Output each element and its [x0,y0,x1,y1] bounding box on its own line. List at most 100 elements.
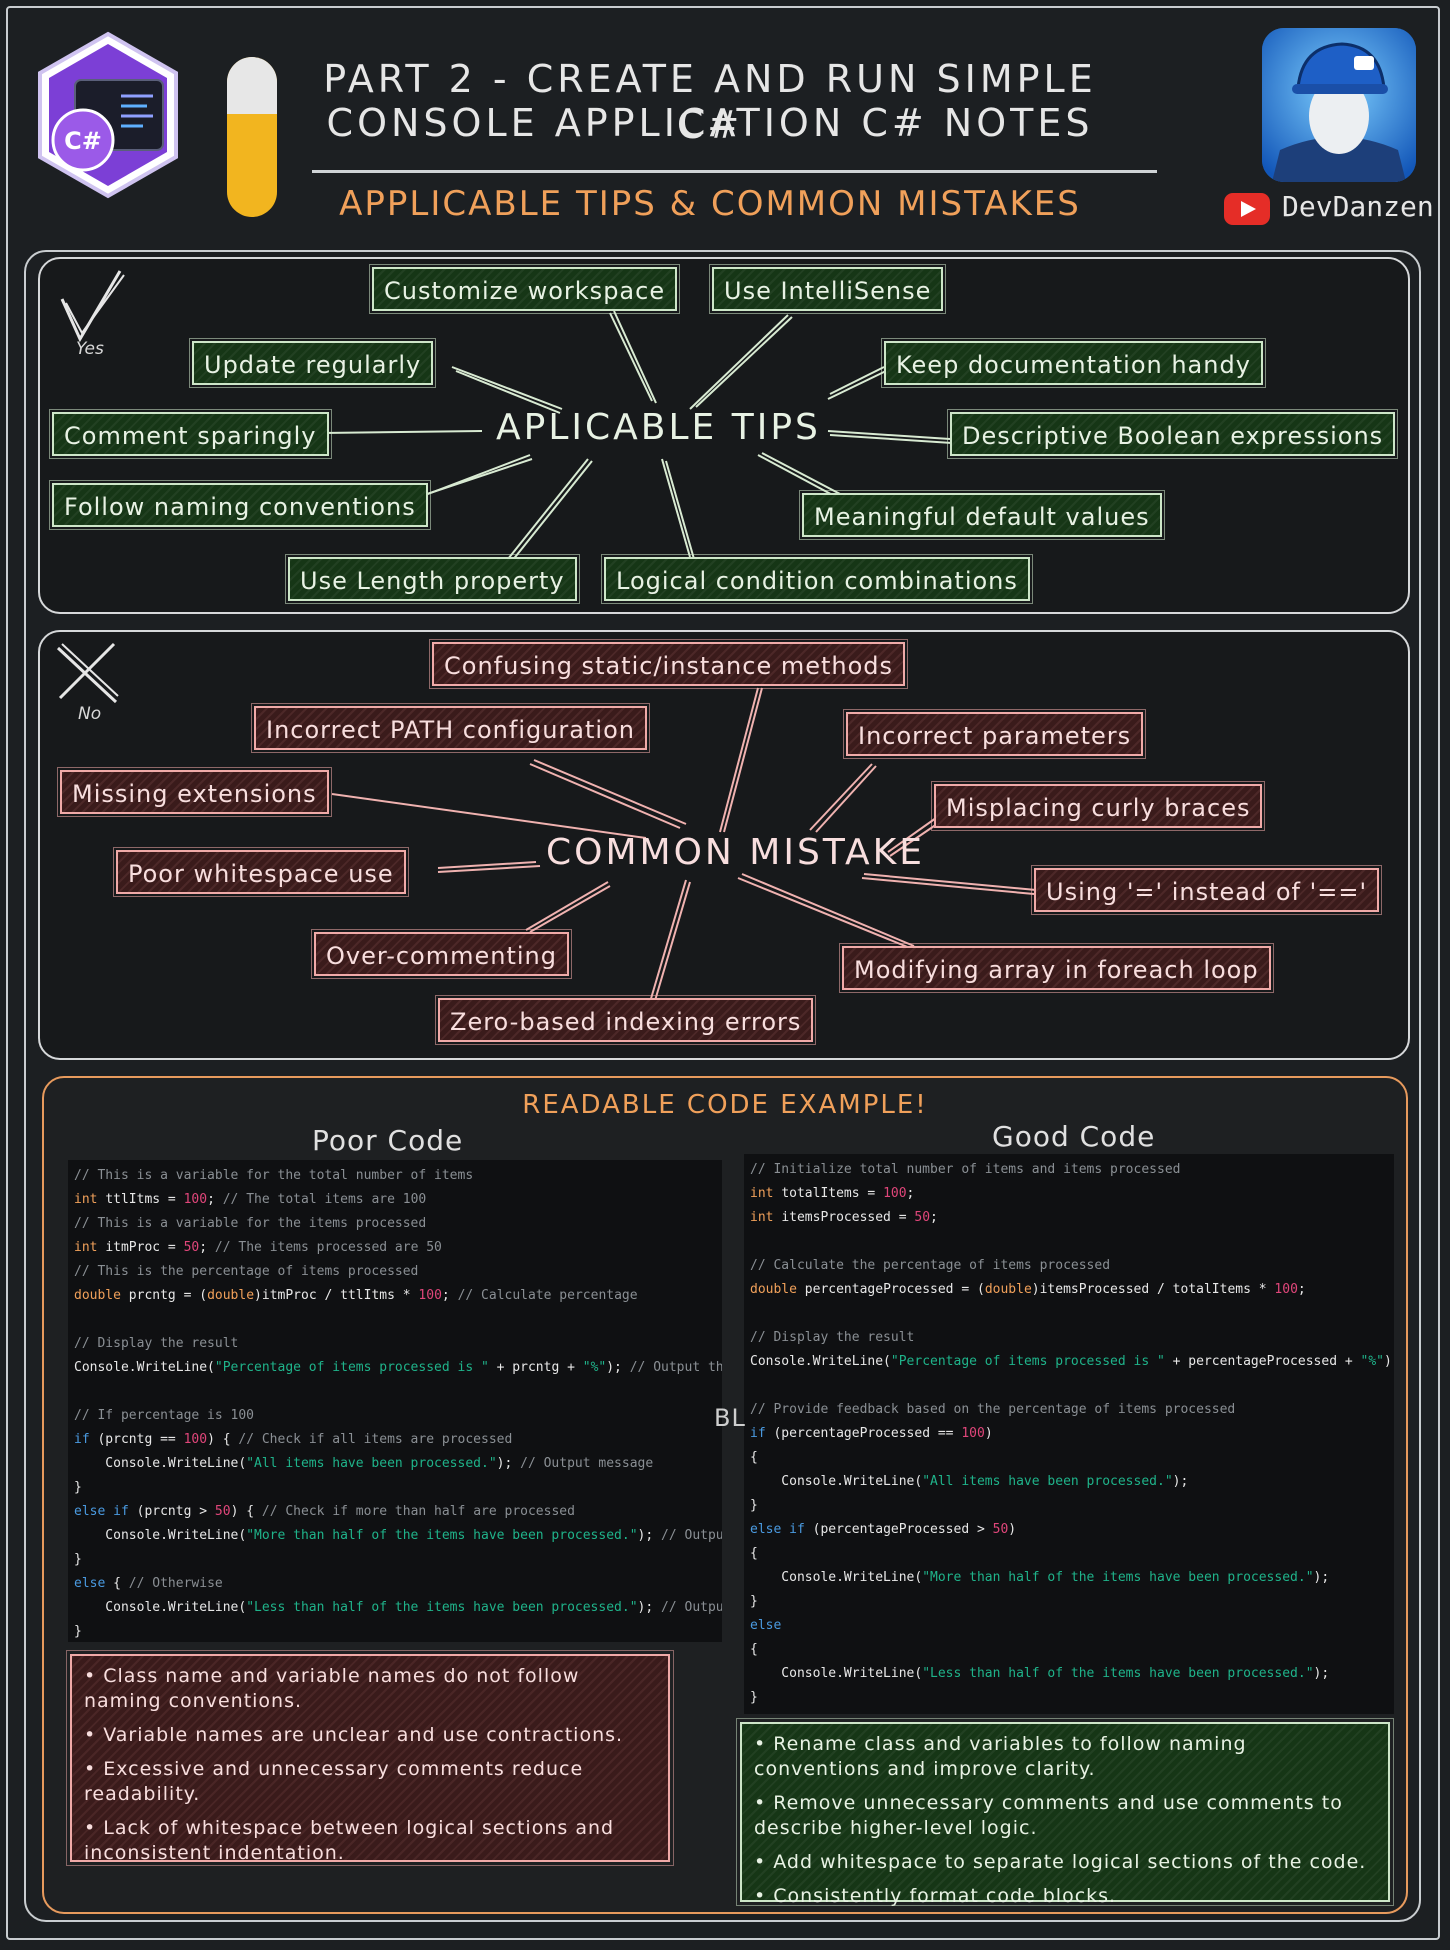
page-subtitle: APPLICABLE TIPS & COMMON MISTAKES [339,184,1081,224]
code-line: Console.WriteLine("Less than half of the… [74,1600,722,1615]
code-line: { [750,1450,758,1465]
mistake-node: Incorrect parameters [842,709,1147,759]
yes-label: Yes [76,339,104,359]
tip-node: Use IntelliSense [708,264,947,314]
code-line: Console.WriteLine("Less than half of the… [750,1666,1330,1681]
mistake-node: Over-commenting [311,929,572,979]
note-item: • Class name and variable names do not f… [84,1665,580,1712]
mistake-node: Incorrect PATH configuration [251,703,650,753]
good-code-notes: • Rename class and variables to follow n… [736,1718,1394,1907]
code-line: // Provide feedback based on the percent… [750,1402,1236,1417]
code-line: Console.WriteLine("All items have been p… [750,1474,1189,1489]
mistake-node: Missing extensions [57,767,332,817]
tip-node: Descriptive Boolean expressions [946,409,1399,459]
code-line: // If percentage is 100 [74,1408,255,1423]
tips-connectors [60,270,953,562]
mistake-node: Modifying array in foreach loop [839,943,1274,993]
mistake-node: Using '=' instead of '==' [1030,865,1383,915]
tip-node: Use Length property [285,554,580,604]
code-line: } [74,1624,82,1639]
code-line: } [750,1594,758,1609]
note-item: • Add whitespace to separate logical sec… [754,1851,1367,1873]
code-line: // Initialize total number of items and … [750,1162,1181,1177]
code-line: } [750,1498,758,1513]
code-line: else if (prcntg > 50) { // Check if more… [74,1504,575,1519]
poor-code-heading: Poor Code [312,1124,464,1157]
mistake-node: Misplacing curly braces [930,781,1266,831]
note-item: • Excessive and unnecessary comments red… [84,1758,584,1805]
code-line: Console.WriteLine("Percentage of items p… [750,1354,1394,1369]
channel-name[interactable]: DevDanzen [1282,190,1434,223]
code-line [74,1308,716,1332]
code-line: } [750,1690,758,1705]
mistakes-center: COMMON MISTAKE [546,832,926,873]
mistake-node: Zero-based indexing errors [434,995,817,1045]
code-line: double percentageProcessed = (double)ite… [750,1282,1306,1297]
tip-node: Follow naming conventions [49,480,431,530]
no-label: No [78,704,102,724]
mistakes-panel: No COMMON MISTAKE Confusing static/insta… [38,630,1410,1060]
tip-node: Update regularly [188,338,437,388]
code-line: double prcntg = (double)itmProc / ttlItm… [74,1288,638,1303]
tips-center: APLICABLE TIPS [496,407,821,448]
youtube-icon [1224,193,1270,225]
note-item: • Rename class and variables to follow n… [754,1733,1247,1780]
code-line: Console.WriteLine("More than half of the… [750,1570,1330,1585]
note-item: • Consistently format code blocks. [754,1885,1117,1907]
note-item: • Variable names are unclear and use con… [84,1724,624,1746]
code-line [74,1380,716,1404]
code-line: // Display the result [74,1336,239,1351]
code-line: } [74,1480,82,1495]
readable-title: READABLE CODE EXAMPLE! [522,1090,928,1120]
decor-pill [227,57,277,217]
code-line: } [74,1552,82,1567]
note-item: • Lack of whitespace between logical sec… [84,1817,615,1864]
tip-node: Comment sparingly [49,409,332,459]
code-line: int ttlItms = 100; // The total items ar… [74,1192,427,1207]
code-line: if (prcntg == 100) { // Check if all ite… [74,1432,513,1447]
code-line: int itemsProcessed = 50; [750,1210,938,1225]
good-code-heading: Good Code [992,1120,1156,1153]
csharp-logo-icon: C# [38,31,178,199]
tip-node: Logical condition combinations [601,554,1033,604]
code-line: else [750,1618,782,1633]
code-line [750,1302,1388,1326]
mistake-node: Confusing static/instance methods [428,639,909,689]
checkmark-icon [60,270,125,343]
content-frame [24,250,1421,1922]
code-line [750,1374,1388,1398]
tip-node: Keep documentation handy [881,338,1266,388]
code-line: { [750,1546,758,1561]
page-title-line2: CONSOLE APPLICATION C# NOTES [326,101,1094,145]
code-line: int itmProc = 50; // The items processed… [74,1240,442,1255]
code-line: Console.WriteLine("Percentage of items p… [74,1360,722,1375]
code-line: // This is the percentage of items proce… [74,1264,419,1279]
code-line: else { // Otherwise [74,1576,223,1591]
page-title-line1: PART 2 - CREATE AND RUN SIMPLE C# [323,57,1097,147]
note-item: • Remove unnecessary comments and use co… [754,1792,1343,1839]
code-line: Console.WriteLine("All items have been p… [74,1456,654,1471]
tip-node: Customize workspace [368,264,681,314]
code-line: if (percentageProcessed == 100) [750,1426,993,1441]
code-line: // This is a variable for the total numb… [74,1168,474,1183]
page-frame [6,6,1440,1940]
mistakes-connectors [56,642,1037,1005]
readable-panel: READABLE CODE EXAMPLE! Poor Code Good Co… [42,1076,1408,1914]
poor-code-notes: • Class name and variable names do not f… [66,1650,674,1866]
good-code-block: // Initialize total number of items and … [744,1154,1394,1714]
code-line [750,1230,1388,1254]
code-line: // Calculate the percentage of items pro… [750,1258,1111,1273]
stray-text: BL [714,1404,746,1432]
code-line: int totalItems = 100; [750,1186,915,1201]
mistake-node: Poor whitespace use [113,847,409,897]
code-line: // This is a variable for the items proc… [74,1216,427,1231]
poor-code-block: // This is a variable for the total numb… [68,1160,722,1642]
title-divider [312,170,1157,173]
tip-node: Meaningful default values [799,490,1165,540]
tips-panel: Yes APLICABLE TIPS Customize workspace U… [38,257,1410,614]
code-line: Console.WriteLine("More than half of the… [74,1528,722,1543]
avatar-robot-icon [1262,28,1416,182]
logo-text: C# [64,127,102,155]
x-mark-icon [56,642,119,704]
code-line: else if (percentageProcessed > 50) [750,1522,1017,1537]
